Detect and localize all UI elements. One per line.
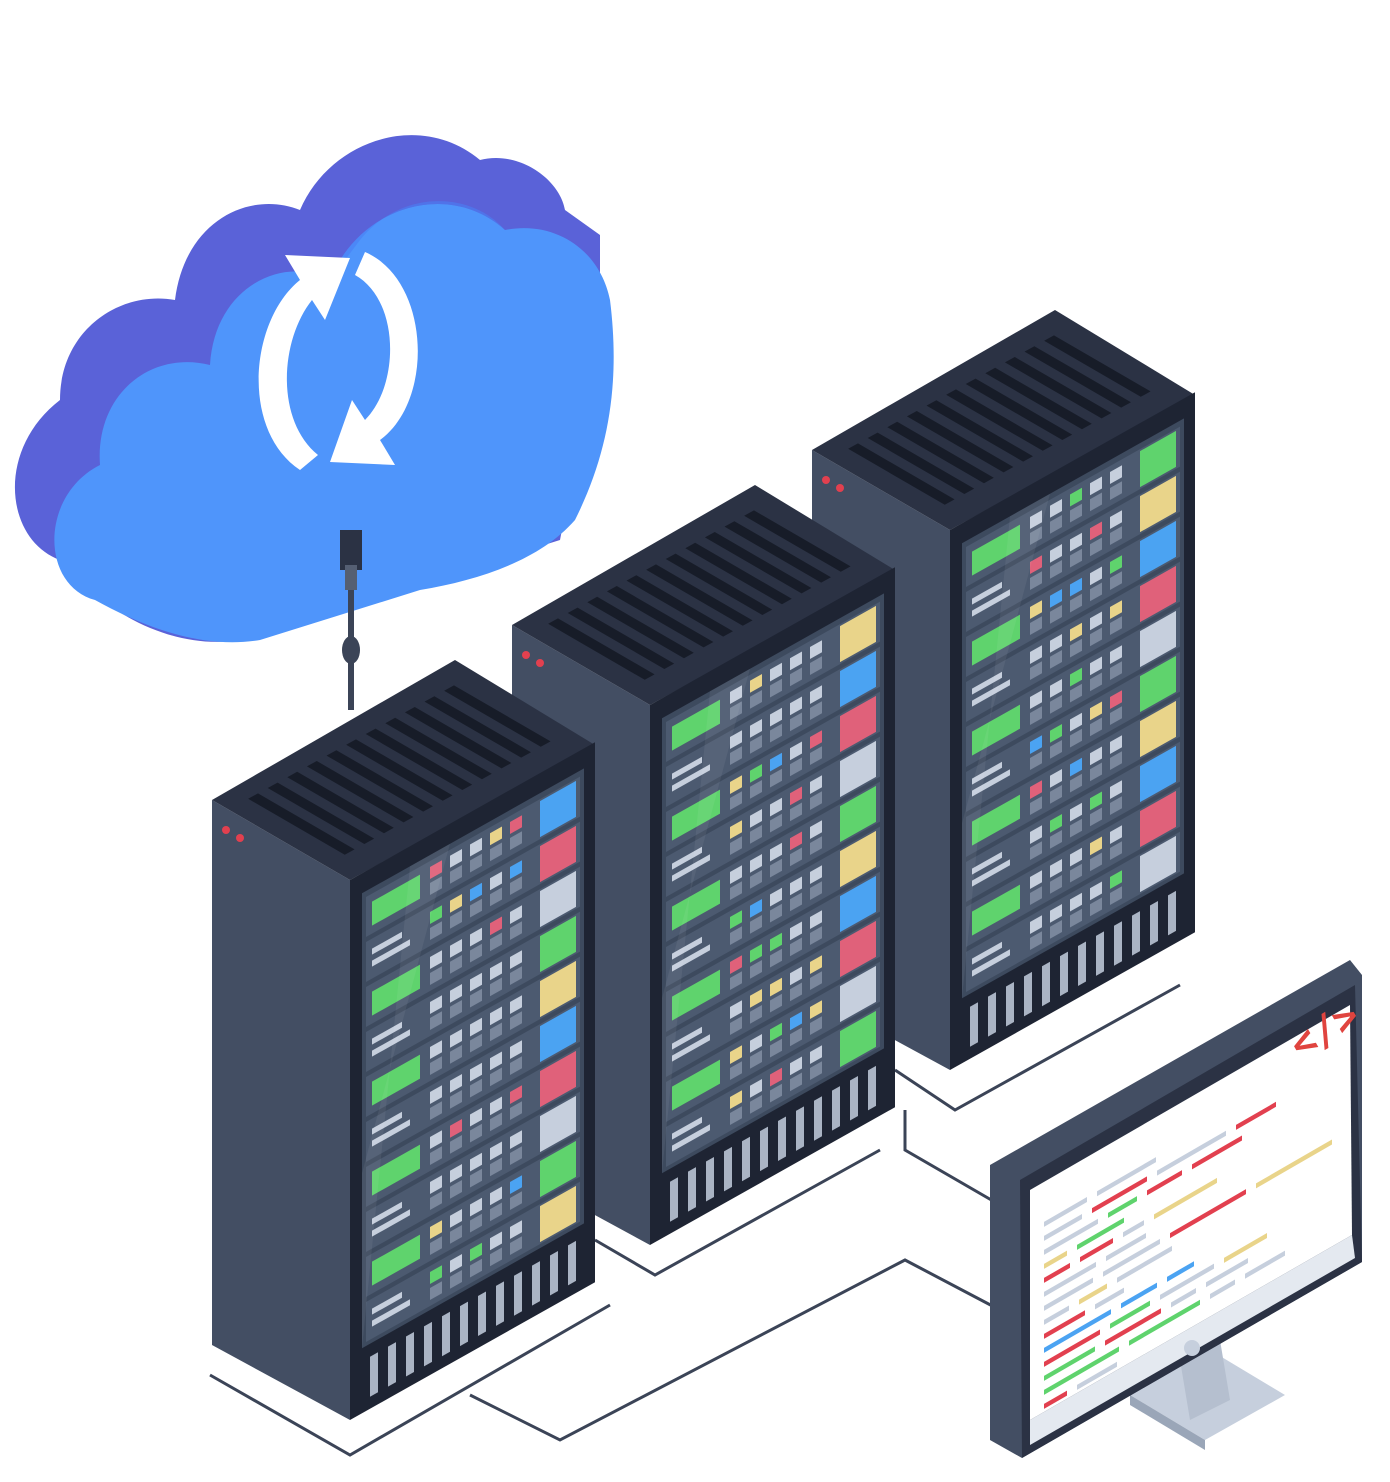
sync-icon <box>258 252 418 470</box>
monitor-icon: </> <box>990 960 1368 1458</box>
cloud-icon <box>14 135 614 710</box>
network-cables <box>209 983 1181 1457</box>
server-rack-icon <box>212 660 595 1420</box>
cloud-connector <box>340 530 362 710</box>
code-lines <box>1044 1101 1332 1409</box>
server-rack-icon <box>812 310 1195 1070</box>
